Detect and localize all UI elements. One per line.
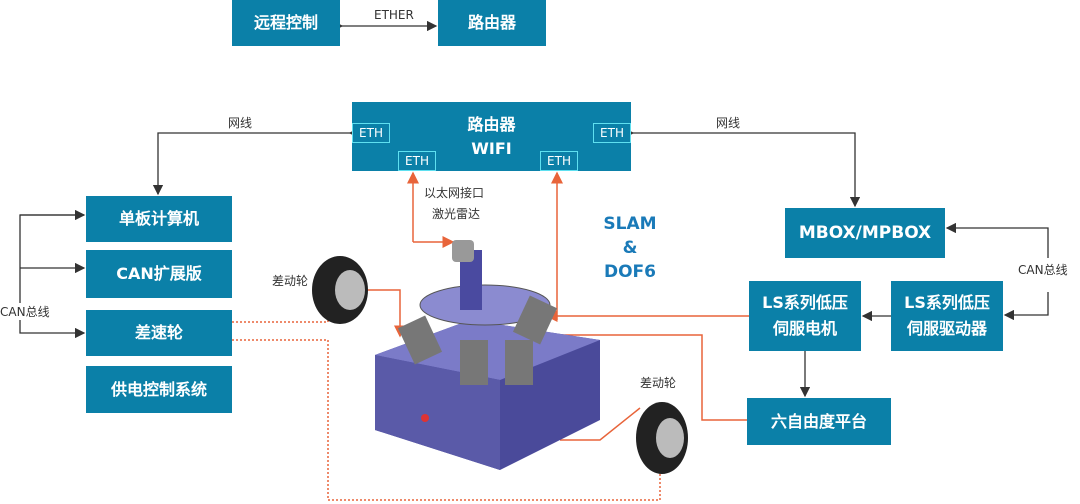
eth-port-left: ETH bbox=[352, 123, 390, 143]
eth-port-bottom-right: ETH bbox=[540, 151, 578, 171]
eth-port-bottom-left: ETH bbox=[398, 151, 436, 171]
slam-dof6-label: SLAM & DOF6 bbox=[592, 212, 668, 284]
can-left-label: CAN总线 bbox=[0, 303, 50, 320]
wheel-right-label: 差动轮 bbox=[640, 376, 677, 390]
servo-driver-line2: 伺服驱动器 bbox=[906, 319, 987, 338]
router-title: 路由器 bbox=[467, 114, 516, 134]
servo-motor-box: LS系列低压 伺服电机 bbox=[749, 281, 861, 351]
servo-motor-line1: LS系列低压 bbox=[762, 293, 848, 312]
differential-wheel-box: 差速轮 bbox=[86, 310, 232, 356]
router-wifi-box: 路由器 WIFI bbox=[352, 102, 631, 171]
router-subtitle: WIFI bbox=[471, 138, 512, 158]
can-right-bus bbox=[945, 222, 1049, 258]
can-expansion-box: CAN扩展版 bbox=[86, 250, 232, 298]
servo-driver-box: LS系列低压 伺服驱动器 bbox=[891, 281, 1003, 351]
can-right-label: CAN总线 bbox=[1018, 261, 1068, 278]
cable-left-label: 网线 bbox=[228, 116, 253, 130]
wheel-right bbox=[636, 402, 688, 474]
robot-illustration bbox=[375, 240, 600, 470]
cable-left-line bbox=[152, 127, 360, 196]
remote-control-box: 远程控制 bbox=[232, 0, 340, 46]
single-board-computer-box: 单板计算机 bbox=[86, 196, 232, 242]
slam-text: SLAM bbox=[603, 214, 657, 234]
eth-port-right: ETH bbox=[593, 123, 631, 143]
six-dof-platform-box: 六自由度平台 bbox=[747, 398, 891, 445]
top-router-box: 路由器 bbox=[438, 0, 546, 46]
mbox-box: MBOX/MPBOX bbox=[785, 208, 945, 258]
wheel-left bbox=[312, 256, 368, 324]
cable-right-line bbox=[623, 127, 861, 208]
servo-motor-line2: 伺服电机 bbox=[772, 319, 837, 338]
lidar-label-2: 激光雷达 bbox=[432, 207, 481, 221]
lidar-label-1: 以太网接口 bbox=[424, 186, 485, 200]
cable-right-label: 网线 bbox=[716, 116, 741, 130]
wheel-left-label: 差动轮 bbox=[272, 274, 309, 288]
power-control-box: 供电控制系统 bbox=[86, 366, 232, 413]
servo-driver-line1: LS系列低压 bbox=[904, 293, 990, 312]
dof6-text: DOF6 bbox=[603, 262, 656, 282]
amp-text: & bbox=[622, 238, 638, 258]
ether-label: ETHER bbox=[374, 8, 414, 22]
